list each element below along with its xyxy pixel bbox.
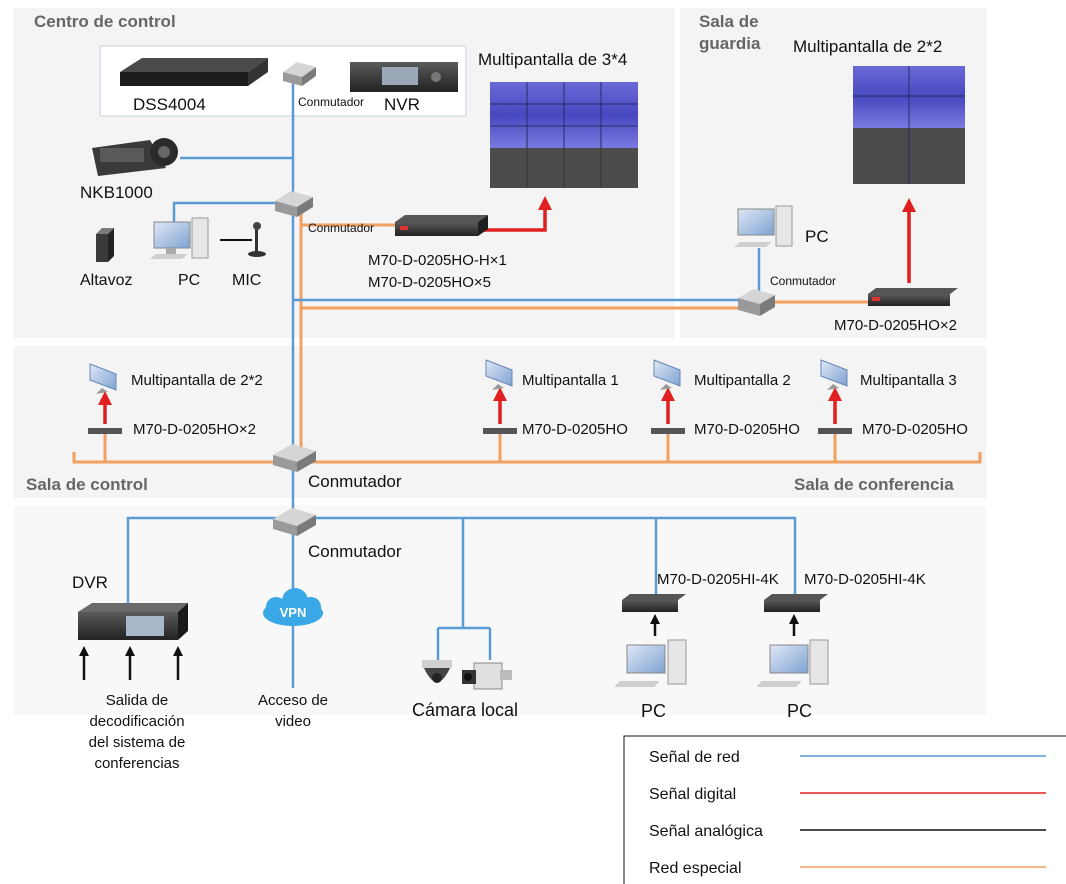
pc-guard-label: PC — [805, 227, 829, 246]
legend-box — [623, 735, 1066, 884]
decoder-1 — [483, 428, 517, 434]
decoder-3 — [818, 428, 852, 434]
dss-label: DSS4004 — [133, 95, 206, 114]
decoder-1-label: M70-D-0205HO — [522, 421, 628, 438]
camera-label: Cámara local — [412, 700, 518, 720]
mic-icon — [248, 222, 266, 257]
nvr-label: NVR — [384, 95, 420, 114]
screen-3-label: Multipantalla 3 — [860, 372, 957, 389]
decoder-control-room-label: M70-D-0205HO×2 — [133, 421, 256, 438]
decode-output-line3: del sistema de — [89, 734, 186, 751]
digital-signal-arrows — [98, 196, 916, 424]
analog-signal-arrows — [79, 614, 799, 680]
decoder-cc — [395, 215, 488, 236]
section-control-room: Sala de control — [26, 475, 148, 494]
legend-label-special: Red especial — [649, 860, 742, 877]
network-lines — [126, 78, 797, 688]
pc-control-center-label: PC — [178, 272, 200, 289]
decode-output-line2: decodificación — [89, 713, 184, 730]
speaker-icon — [96, 228, 114, 262]
dvr-device — [78, 603, 188, 640]
decoder-control-room — [88, 428, 122, 434]
monitor-2 — [653, 359, 681, 390]
nvr-device — [350, 62, 458, 92]
pc-bottom-2-icon — [756, 639, 829, 687]
video-access-line1: Acceso de — [258, 692, 328, 709]
encoder-4k-2-label: M70-D-0205HI-4K — [804, 571, 926, 588]
monitor-3 — [820, 359, 848, 390]
pc-control-center-icon — [150, 217, 209, 259]
switch-guard-icon — [738, 289, 775, 316]
dss-server — [120, 58, 268, 86]
pc-guard-icon — [734, 205, 793, 247]
pc-bottom-1-icon — [614, 639, 687, 687]
switch-control-room-label: Conmutador — [308, 472, 402, 491]
section-guard-room-line1: Sala de — [699, 12, 759, 31]
switch-cc-label: Conmutador — [308, 221, 374, 235]
decode-output-label: Salida de decodificación del sistema de … — [89, 692, 186, 772]
legend-label-network: Señal de red — [649, 749, 740, 766]
decoder-3-label: M70-D-0205HO — [862, 421, 968, 438]
wall-3x4-screen — [490, 82, 638, 188]
wall-2x2-guard-screen — [853, 66, 965, 184]
switch-bottom-icon — [273, 508, 316, 536]
nkb-keyboard — [92, 138, 178, 176]
decode-output-line1: Salida de — [106, 692, 169, 709]
box-camera-icon — [462, 662, 512, 690]
wall-2x2-guard-label: Multipantalla de 2*2 — [793, 37, 942, 56]
pc-bottom-2-label: PC — [787, 701, 812, 721]
switch-top-icon — [283, 62, 316, 86]
section-conference-room: Sala de conferencia — [794, 475, 954, 494]
nkb-label: NKB1000 — [80, 183, 153, 202]
legend: Señal de red Señal digital Señal analógi… — [623, 735, 1066, 884]
decoder-guard-label: M70-D-0205HO×2 — [834, 317, 957, 334]
wall-3x4-label: Multipantalla de 3*4 — [478, 50, 627, 69]
switch-top-label: Conmutador — [298, 95, 364, 109]
screen-2-label: Multipantalla 2 — [694, 372, 791, 389]
vpn-cloud-icon — [263, 588, 323, 626]
pc-bottom-1-label: PC — [641, 701, 666, 721]
decoder-guard — [868, 288, 958, 306]
vpn-label: VPN — [280, 605, 307, 620]
monitor-1 — [485, 359, 513, 390]
section-guard-room-line2: guardia — [699, 34, 761, 53]
decoder-2 — [651, 428, 685, 434]
decoder-cc-label-1: M70-D-0205HO-H×1 — [368, 252, 507, 269]
video-access-line2: video — [275, 713, 311, 730]
decode-output-line4: conferencias — [94, 755, 179, 772]
speaker-label: Altavoz — [80, 272, 132, 289]
monitor-control-room — [89, 363, 117, 394]
decoder-2-label: M70-D-0205HO — [694, 421, 800, 438]
encoder-4k-2 — [764, 594, 828, 612]
switch-bottom-label: Conmutador — [308, 542, 402, 561]
dvr-label: DVR — [72, 573, 108, 592]
legend-label-analog: Señal analógica — [649, 823, 763, 840]
switch-guard-label: Conmutador — [770, 274, 836, 288]
section-control-center: Centro de control — [34, 12, 176, 31]
switch-control-room-icon — [273, 444, 316, 472]
screen-1-label: Multipantalla 1 — [522, 372, 619, 389]
wall-2x2-control-label: Multipantalla de 2*2 — [131, 372, 263, 389]
encoder-4k-1-label: M70-D-0205HI-4K — [657, 571, 779, 588]
mic-label: MIC — [232, 272, 261, 289]
decoder-cc-label-2: M70-D-0205HO×5 — [368, 274, 491, 291]
encoder-4k-1 — [622, 594, 686, 612]
switch-cc-icon — [275, 191, 313, 217]
dome-camera-icon — [422, 660, 452, 683]
legend-label-digital: Señal digital — [649, 786, 736, 803]
